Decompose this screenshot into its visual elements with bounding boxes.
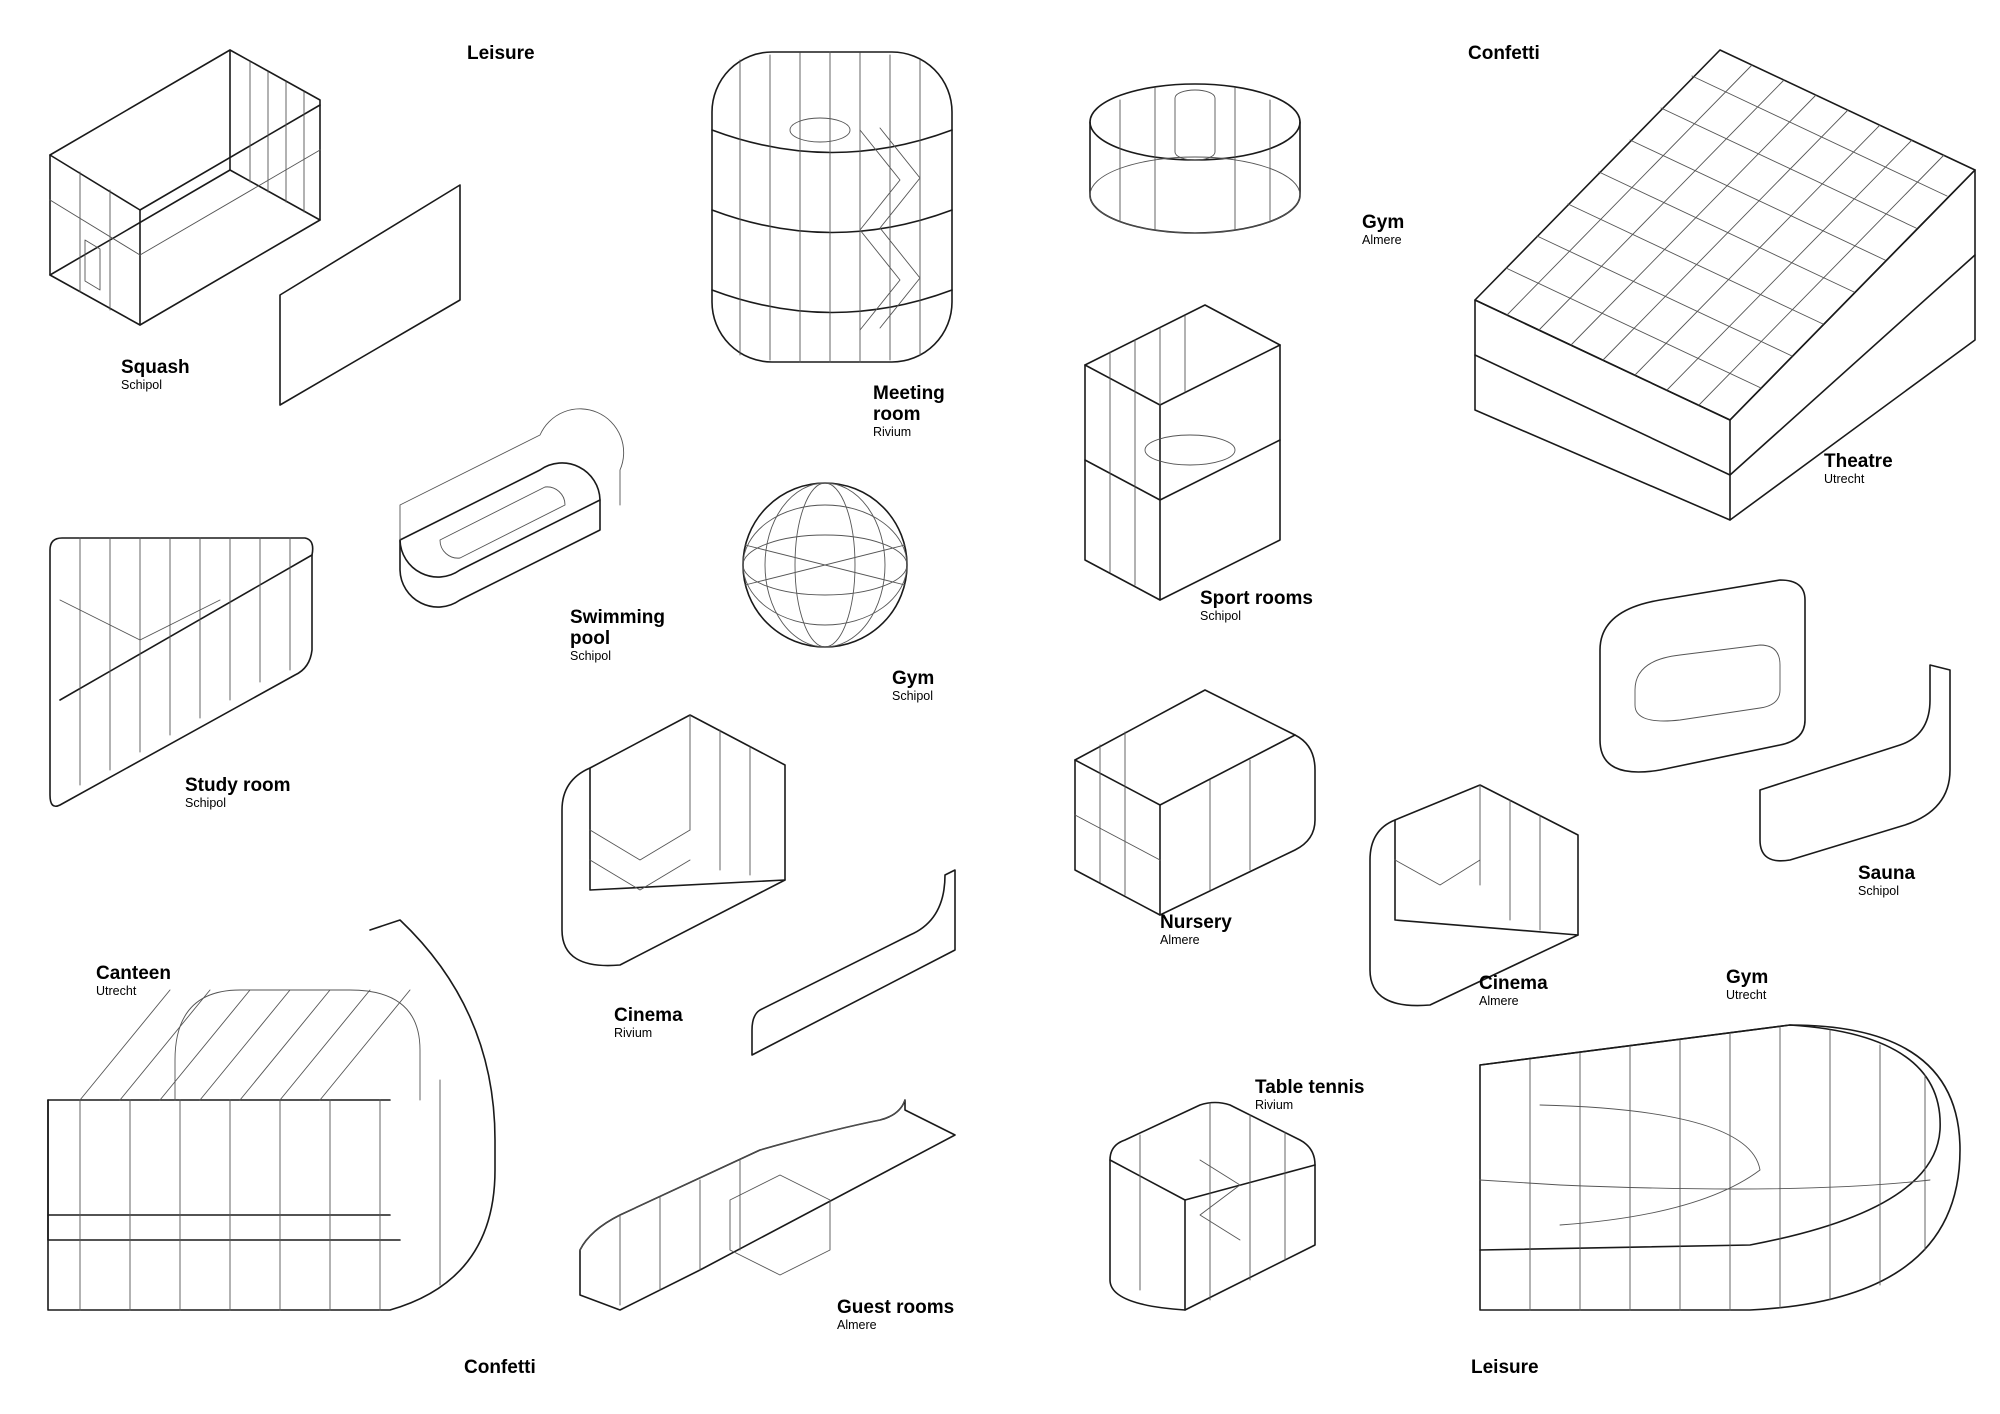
canteen-drawing [47,919,496,1311]
room-title: Sauna [1858,863,1916,884]
room-title: Nursery [1160,912,1232,933]
room-label-study-room: Study room Schipol [185,775,291,811]
room-location: Schipol [570,649,611,663]
room-location: Schipol [185,796,226,810]
room-location: Schipol [1200,609,1241,623]
table-tennis-drawing [1109,1101,1316,1311]
room-title: Gym [1362,212,1405,233]
room-location: Rivium [614,1026,653,1040]
room-title: Squash [121,357,190,378]
room-location: Almere [1160,933,1200,947]
room-label-canteen: Canteen Utrecht [96,963,171,999]
sport-rooms-drawing [1084,304,1281,601]
room-label-meeting-room: Meeting room Rivium [873,383,945,440]
study-room-drawing [49,537,314,808]
room-location: Schipol [892,689,933,703]
room-label-sport-rooms: Sport rooms Schipol [1200,588,1313,624]
room-location: Utrecht [1824,472,1865,486]
sauna-drawing [1599,579,1951,862]
room-label-gym-almere: Gym Almere [1362,212,1404,248]
room-title: Table tennis [1255,1077,1365,1098]
theatre-drawing [1474,49,1976,521]
room-title: Theatre [1824,451,1893,472]
gym-schipol-drawing [742,482,908,648]
gym-utrecht-drawing [1479,1024,1961,1311]
nursery-drawing [1074,689,1316,916]
room-location: Rivium [1255,1098,1294,1112]
room-label-sauna: Sauna Schipol [1858,863,1915,899]
room-label-guest-rooms: Guest rooms Almere [837,1297,954,1333]
cinema-rivium-drawing [561,714,956,1056]
room-label-theatre: Theatre Utrecht [1824,451,1893,487]
squash-drawing [49,49,461,406]
room-location: Schipol [121,378,162,392]
room-label-squash: Squash Schipol [121,357,190,393]
gym-almere-drawing [1089,83,1301,234]
room-title: Cinema [1479,973,1548,994]
room-location: Utrecht [96,984,137,998]
room-label-swimming-pool: Swimming pool Schipol [570,607,665,664]
room-location: Utrecht [1726,988,1767,1002]
meeting-room-drawing [711,51,953,363]
room-label-cinema-almere: Cinema Almere [1479,973,1548,1009]
room-title: Guest rooms [837,1297,955,1318]
room-title: Gym [1726,967,1769,988]
heading-leisure-top: Leisure [467,43,535,64]
room-label-table-tennis: Table tennis Rivium [1255,1077,1364,1113]
cinema-almere-drawing [1369,784,1579,1007]
room-location: Almere [1479,994,1519,1008]
guest-rooms-drawing [579,1099,956,1311]
room-label-gym-schipol: Gym Schipol [892,668,934,704]
swimming-pool-drawing [399,408,625,608]
heading-confetti-bottom: Confetti [464,1357,536,1378]
room-label-cinema-rivium: Cinema Rivium [614,1005,683,1041]
room-title: Canteen [96,963,171,984]
room-label-nursery: Nursery Almere [1160,912,1232,948]
room-location: Schipol [1858,884,1899,898]
room-title: Sport rooms [1200,588,1313,609]
room-title: Meeting room [873,383,945,425]
heading-confetti-top: Confetti [1468,43,1540,64]
room-title: Gym [892,668,935,689]
heading-leisure-bottom: Leisure [1471,1357,1539,1378]
room-title: Swimming pool [570,607,666,649]
room-location: Almere [837,1318,877,1332]
room-label-gym-utrecht: Gym Utrecht [1726,967,1768,1003]
room-title: Study room [185,775,291,796]
room-location: Almere [1362,233,1402,247]
room-title: Cinema [614,1005,683,1026]
room-location: Rivium [873,425,912,439]
